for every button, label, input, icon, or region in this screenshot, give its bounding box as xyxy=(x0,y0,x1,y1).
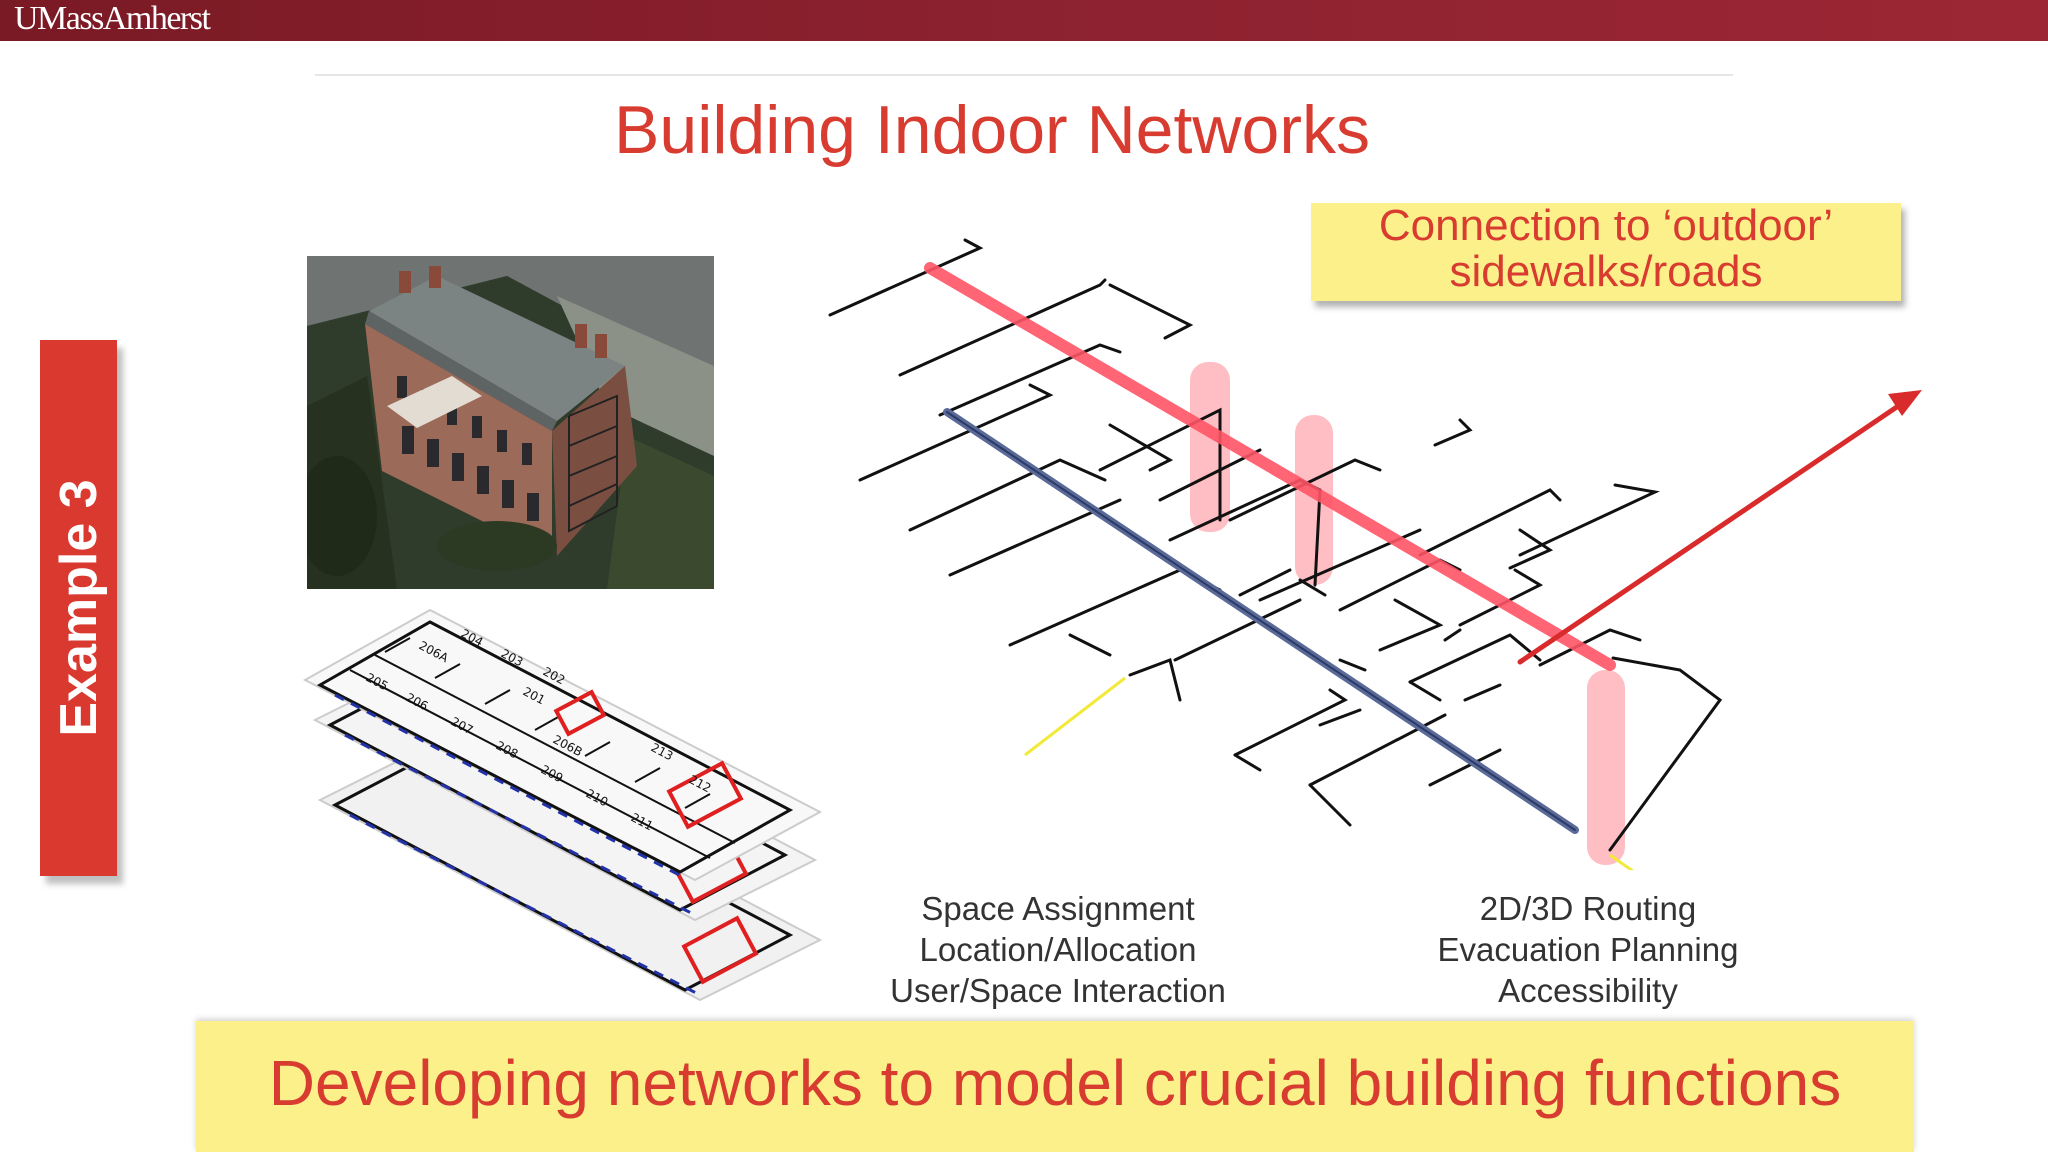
caption-line: User/Space Interaction xyxy=(890,972,1226,1009)
floor-plan-stack: 204 203 202 206A 205 206 207 208 209 210… xyxy=(290,600,830,1080)
outdoor-connection-arrow xyxy=(1517,390,1922,665)
floor-plan-level-1: 204 203 202 206A 205 206 207 208 209 210… xyxy=(302,608,823,882)
university-logo: UMassAmherst xyxy=(14,0,211,37)
summary-banner-text: Developing networks to model crucial bui… xyxy=(268,1047,1842,1119)
callout-line: Connection to ‘outdoor’ xyxy=(1378,201,1834,250)
summary-banner: Developing networks to model crucial bui… xyxy=(196,1021,1914,1152)
space-functions-caption: Space Assignment Location/Allocation Use… xyxy=(868,888,1248,1011)
example-tab-label: Example 3 xyxy=(49,479,108,737)
caption-line: 2D/3D Routing xyxy=(1479,890,1697,927)
example-tab: Example 3 xyxy=(40,340,117,876)
outdoor-connection-callout: Connection to ‘outdoor’ sidewalks/roads xyxy=(1311,203,1901,301)
slide-title: Building Indoor Networks xyxy=(614,92,1370,168)
header-bar: UMassAmherst xyxy=(0,0,2048,41)
network-branches xyxy=(828,238,1723,852)
caption-line: Evacuation Planning xyxy=(1437,931,1739,968)
indoor-network-diagram xyxy=(820,230,1930,870)
routing-functions-caption: 2D/3D Routing Evacuation Planning Access… xyxy=(1408,888,1768,1011)
caption-line: Space Assignment xyxy=(921,890,1195,927)
yellow-outdoor-link xyxy=(1609,853,1635,870)
caption-line: Accessibility xyxy=(1498,972,1678,1009)
building-aerial-photo xyxy=(307,256,714,589)
red-corridor-line xyxy=(924,262,1616,671)
caption-line: Location/Allocation xyxy=(919,931,1197,968)
yellow-outdoor-link xyxy=(1024,676,1126,757)
callout-line: sidewalks/roads xyxy=(1449,247,1763,296)
title-divider xyxy=(315,74,1733,76)
